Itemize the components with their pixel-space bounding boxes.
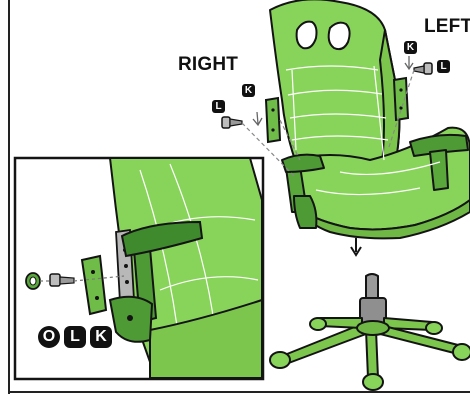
inset-cap bbox=[25, 272, 41, 290]
left-armrest-pad bbox=[409, 133, 469, 157]
badge-right-l: L bbox=[212, 100, 225, 113]
headrest-slot-left bbox=[295, 20, 318, 50]
inset-screw bbox=[49, 273, 75, 287]
right-side-label: RIGHT bbox=[178, 54, 239, 75]
chair-star-base bbox=[269, 273, 470, 391]
base-leg-front-left bbox=[281, 323, 367, 365]
assembly-down-arrow bbox=[350, 238, 362, 257]
seat-front-edge bbox=[299, 199, 470, 240]
left-cover-plate bbox=[392, 76, 410, 122]
badge-left-k: K bbox=[404, 41, 417, 54]
right-armrest-base bbox=[293, 195, 318, 229]
badge-inset-o: O bbox=[38, 326, 60, 348]
backrest-stitching bbox=[285, 65, 389, 161]
badge-right-k: K bbox=[242, 84, 255, 97]
badge-inset-l: L bbox=[64, 326, 86, 348]
right-cover-plate bbox=[264, 96, 282, 144]
casters bbox=[269, 317, 470, 391]
detail-inset bbox=[13, 156, 265, 381]
badge-left-l: L bbox=[437, 60, 450, 73]
left-side-label: LEFT bbox=[424, 16, 470, 37]
left-screw bbox=[413, 62, 433, 75]
base-hub bbox=[356, 320, 390, 336]
inset-cover-plate bbox=[80, 254, 108, 316]
right-armrest-pad bbox=[281, 153, 325, 173]
seat-stitching bbox=[315, 161, 441, 196]
inset-seat bbox=[149, 298, 263, 379]
right-side-hardware bbox=[221, 96, 301, 177]
gas-lift-cylinder bbox=[365, 273, 379, 301]
headrest-slot-right bbox=[327, 21, 351, 51]
base-leg-front bbox=[365, 329, 379, 379]
left-armrest-post bbox=[429, 149, 449, 191]
left-side-hardware bbox=[387, 56, 433, 151]
inset-armrest-pad bbox=[120, 220, 204, 258]
badge-inset-k: K bbox=[90, 326, 112, 348]
right-screw bbox=[221, 116, 243, 129]
